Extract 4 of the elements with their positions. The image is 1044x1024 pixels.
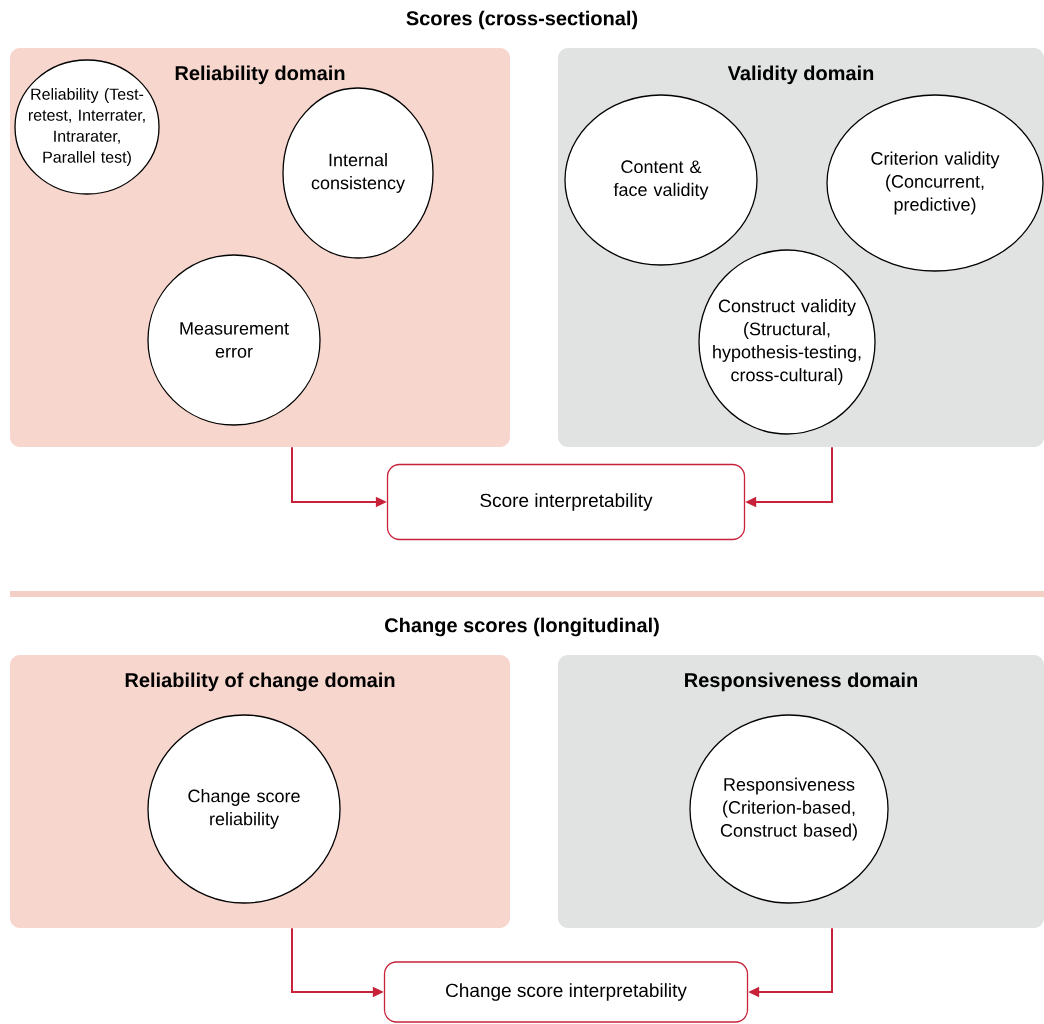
section-heading: Change scores (longitudinal) xyxy=(385,617,659,637)
process-box: Change score interpretability xyxy=(383,961,749,1023)
section-heading: Scores (cross-sectional) xyxy=(406,10,638,30)
process-box: Score interpretability xyxy=(386,463,746,541)
